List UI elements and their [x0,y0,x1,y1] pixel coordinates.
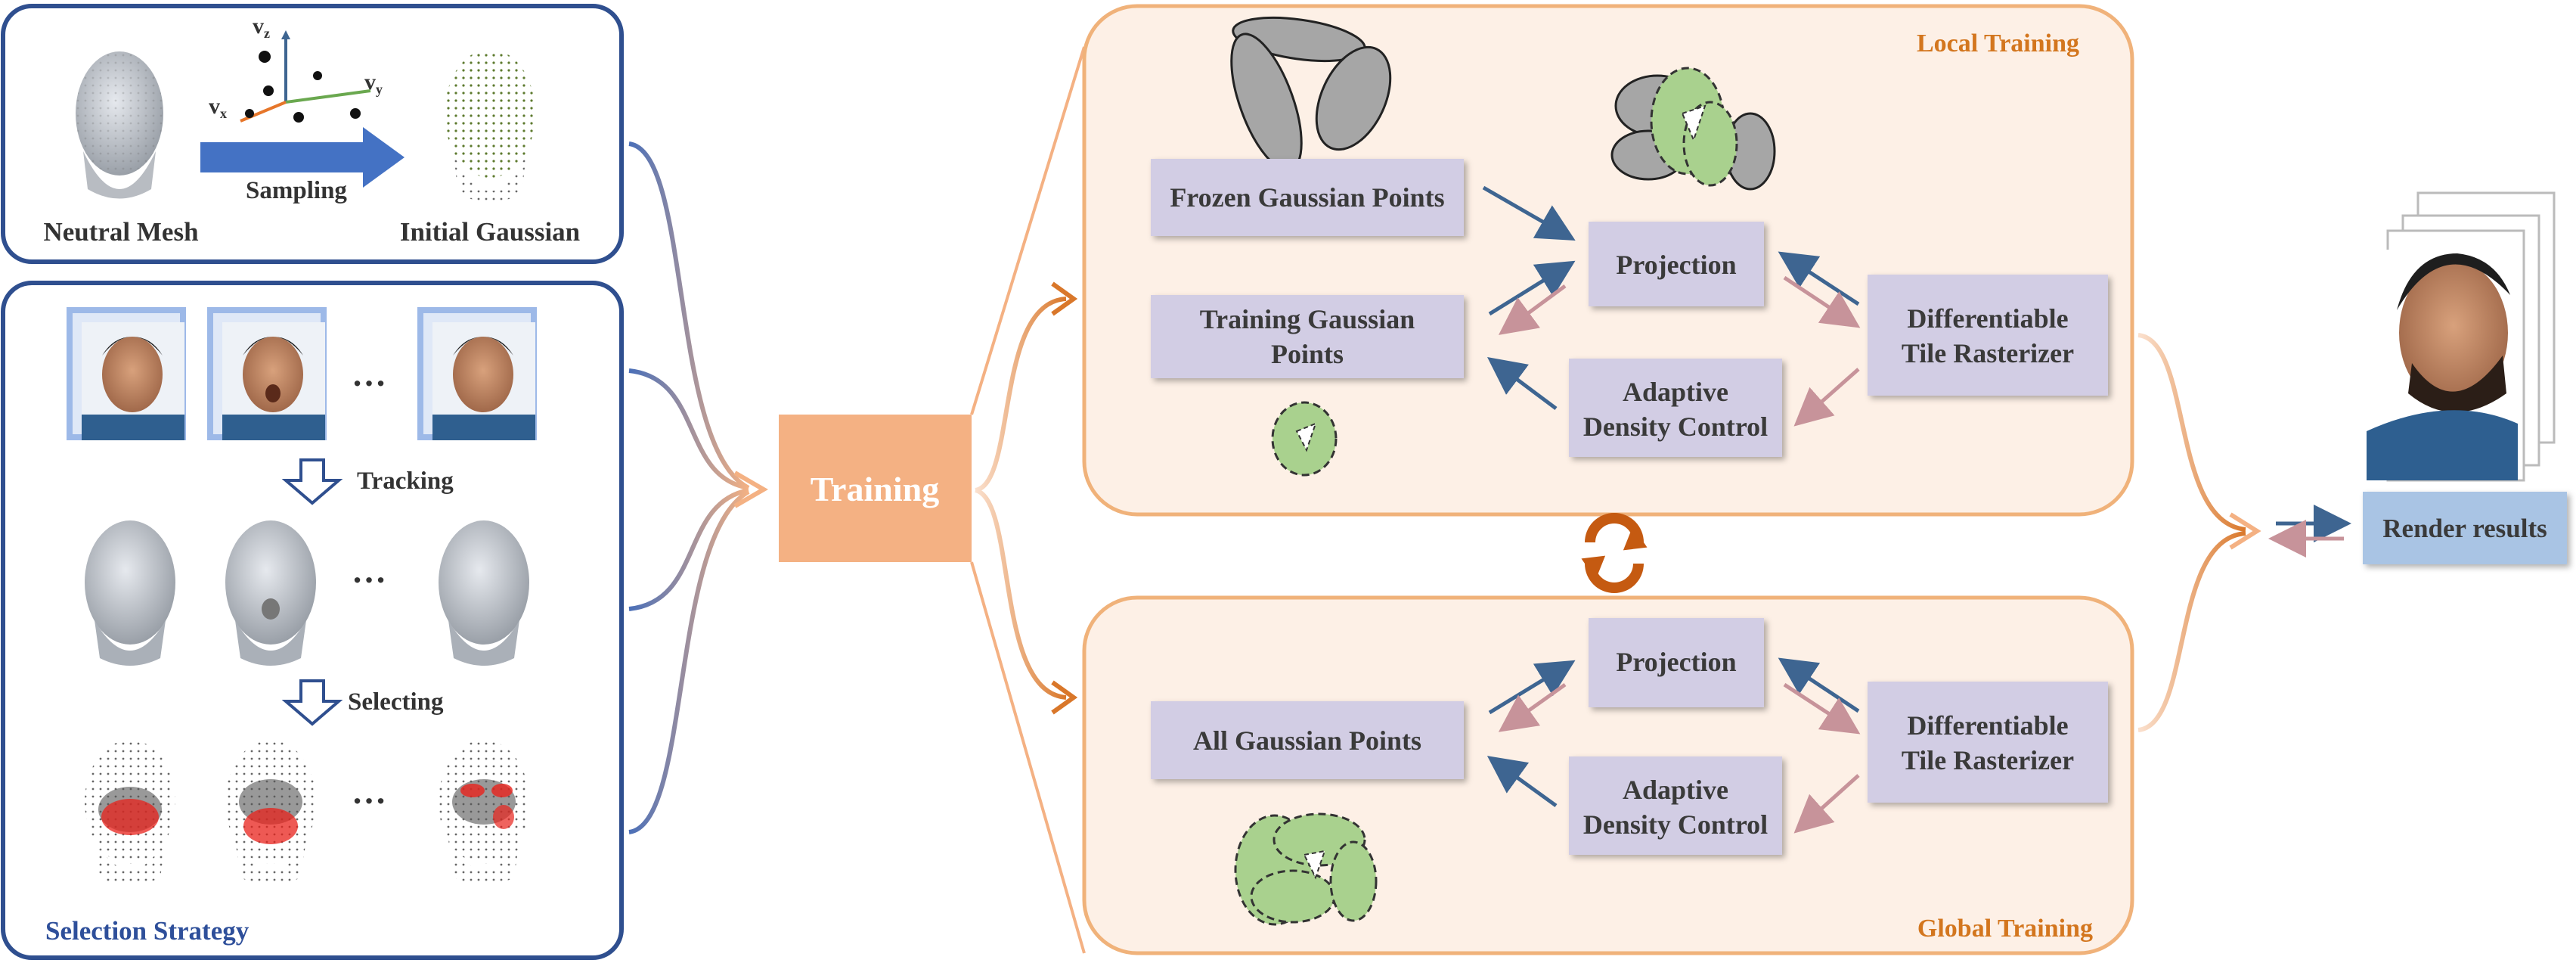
input-photo-eyes-closed [417,307,537,440]
global-training-panel: Global Training All Gaussian Points Proj… [1082,595,2134,955]
svg-text:Tile Rasterizer: Tile Rasterizer [1902,745,2074,775]
svg-text:Differentiable: Differentiable [1907,710,2068,741]
svg-text:Density Control: Density Control [1583,412,1768,442]
global-density-box: Adaptive Density Control [1569,756,1782,855]
training-box: Training [779,415,972,562]
global-training-title: Global Training [1917,915,2093,943]
svg-text:Differentiable: Differentiable [1907,303,2068,334]
frozen-gaussian-points-box: Frozen Gaussian Points [1151,159,1464,236]
render-results-label: Render results [2382,514,2547,543]
svg-text:Frozen Gaussian Points: Frozen Gaussian Points [1170,182,1444,213]
frozen-gaussians-icon [1230,16,1392,172]
tracked-head-1 [85,520,175,666]
branch-connectors [970,46,1086,954]
svg-text:Tile Rasterizer: Tile Rasterizer [1902,338,2074,368]
training-gaussian-points-box: Training Gaussian Points [1151,295,1464,378]
svg-text:Adaptive: Adaptive [1623,377,1728,407]
local-rasterizer-box: Differentiable Tile Rasterizer [1868,275,2108,396]
local-arrows [1482,185,1861,427]
sampling-arrow [200,127,405,188]
initial-gaussian-head [445,49,535,203]
input-photo-open-mouth [207,307,327,440]
local-axes-icon: vz vy vx [209,14,383,123]
neutral-mesh-head [76,51,163,199]
selected-head-3 [439,740,529,885]
svg-text:Points: Points [1271,339,1344,369]
all-gaussians-icon [1234,812,1378,926]
selecting-label: Selecting [348,688,444,716]
svg-text:Projection: Projection [1616,647,1736,677]
svg-text:Projection: Projection [1616,250,1736,280]
ellipsis-selected: … [352,772,386,811]
local-projection-box: Projection [1589,222,1764,306]
global-arrows [1486,657,1861,834]
svg-text:vx: vx [209,94,227,121]
tracking-arrow-icon [281,458,343,505]
local-training-panel: Local Training Frozen Gaussian Points Tr [1082,4,2134,517]
all-gaussian-points-box: All Gaussian Points [1151,701,1464,779]
initial-gaussian-label: Initial Gaussian [400,217,580,247]
neutral-mesh-label: Neutral Mesh [43,217,198,247]
svg-text:vz: vz [253,14,270,41]
selected-head-2 [225,740,316,885]
local-training-title: Local Training [1917,30,2079,57]
selection-panel: … Tracking … Selecting [1,281,624,960]
initialization-panel: Neutral Mesh vz vy vx Sampling Initial G… [1,4,624,264]
selection-strategy-label: Selection Strategy [45,916,250,946]
output-connectors [2137,333,2351,732]
tracking-label: Tracking [357,468,454,495]
input-photo-smile [67,307,186,440]
tracked-head-3 [439,520,529,666]
tracked-head-2 [225,520,316,666]
svg-text:Density Control: Density Control [1583,809,1768,840]
svg-text:Training Gaussian: Training Gaussian [1200,304,1415,334]
selecting-arrow-icon [281,679,343,726]
global-rasterizer-box: Differentiable Tile Rasterizer [1868,682,2108,803]
selected-head-1 [85,740,175,885]
training-gaussians-icon [1271,401,1338,477]
training-label: Training [811,470,939,508]
input-connectors [628,141,768,834]
sampling-label: Sampling [246,177,347,204]
local-density-box: Adaptive Density Control [1569,359,1782,457]
iteration-cycle-icon [1581,513,1648,593]
svg-text:vy: vy [364,70,383,97]
svg-text:Adaptive: Adaptive [1623,775,1728,805]
global-projection-box: Projection [1589,618,1764,707]
ellipsis-tracked: … [352,551,386,590]
ellipsis-photos: … [352,355,386,393]
svg-text:All Gaussian Points: All Gaussian Points [1193,725,1421,756]
rendered-image-stack [2367,191,2556,482]
mixed-gaussians-icon [1610,67,1776,191]
render-results-box: Render results [2363,492,2567,564]
